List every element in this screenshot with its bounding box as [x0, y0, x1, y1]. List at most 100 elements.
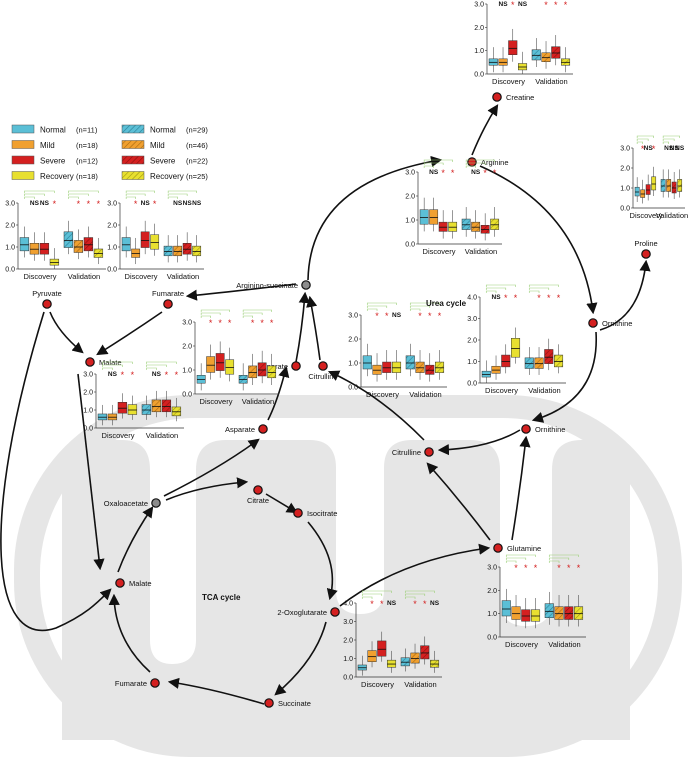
significance-mark-discovery: * — [534, 563, 538, 573]
significance-bracket — [102, 361, 133, 364]
arrow-oxaloacetate-citrate — [165, 477, 249, 501]
node-asparate-mid — [258, 424, 268, 434]
significance-bracket — [146, 364, 167, 367]
significance-bracket — [485, 287, 507, 290]
y-tick-label: 0.0 — [83, 426, 93, 433]
cohort-label-validation: Validation — [146, 431, 178, 440]
boxplot-2-oxoglutarate: 0.01.02.03.04.0**NSDiscovery**NSValidati… — [343, 590, 442, 689]
significance-bracket — [528, 284, 559, 287]
box-validation-severe — [420, 645, 430, 660]
y-tick-label: 1.0 — [83, 408, 93, 415]
y-tick-label: 1.0 — [467, 359, 477, 366]
y-tick-label: 2.0 — [474, 25, 484, 32]
legend-swatch-discovery-mild — [11, 140, 35, 149]
node-label-glutamine: Glutamine — [507, 544, 541, 553]
y-tick-label: 3.0 — [487, 565, 497, 572]
significance-mark-validation: NS — [152, 371, 162, 378]
node-label-fumarate-top: Fumarate — [152, 289, 184, 298]
boxplot-asparate: 0.01.02.03.0***Discovery***Validation — [182, 309, 279, 406]
cohort-label-discovery: Discovery — [366, 390, 399, 399]
box-validation-recovery — [435, 361, 445, 373]
box-discovery-mild — [511, 606, 521, 620]
cohort-label-validation: Validation — [409, 390, 441, 399]
significance-bracket — [68, 196, 79, 199]
cohort-label-validation: Validation — [528, 386, 560, 395]
box-validation-recovery — [171, 406, 182, 417]
box-validation-mild — [248, 365, 258, 379]
significance-bracket — [548, 560, 560, 563]
significance-mark-discovery: * — [641, 144, 645, 154]
box-validation-severe — [161, 399, 172, 413]
y-tick-label: 2.0 — [343, 638, 353, 645]
box-validation-mild — [541, 52, 551, 62]
arrow-pyruvate-malate — [49, 311, 84, 354]
significance-bracket — [24, 190, 55, 193]
box-validation-severe — [551, 46, 561, 59]
significance-mark-discovery: NS — [40, 200, 50, 207]
legend-label-validation-recovery: Recovery — [150, 172, 184, 181]
y-tick-label: 2.0 — [405, 194, 415, 201]
node-citrulline-top — [318, 361, 328, 371]
box-validation-severe — [564, 606, 574, 620]
y-tick-label: 4.0 — [467, 295, 477, 302]
significance-mark-validation: * — [251, 318, 255, 328]
node-asparate-top — [291, 361, 301, 371]
box-validation-mild — [471, 221, 481, 232]
significance-bracket — [68, 193, 89, 196]
significance-bracket — [200, 315, 211, 318]
y-tick-label: 0.0 — [343, 675, 353, 682]
legend-count-discovery-normal: (n=11) — [76, 126, 98, 135]
significance-mark-discovery: NS — [499, 1, 509, 8]
y-tick-label: 2.0 — [83, 390, 93, 397]
significance-bracket — [465, 162, 486, 165]
node-label-arginine: Arginine — [481, 158, 509, 167]
y-tick-label: 1.0 — [620, 186, 630, 193]
box-validation-normal — [405, 355, 415, 370]
arrow-citrulline-mid-citrulline-top — [327, 370, 425, 441]
y-tick-label: 0.0 — [467, 381, 477, 388]
node-label-fumarate-low: Fumarate — [115, 679, 147, 688]
significance-bracket — [242, 312, 263, 315]
urea-cycle-label: Urea cycle — [426, 299, 467, 308]
significance-bracket — [200, 309, 230, 312]
box-validation-normal — [141, 404, 152, 415]
significance-mark-discovery: NS — [644, 145, 654, 152]
y-tick-label: 0.0 — [182, 392, 192, 399]
y-tick-label: 2.0 — [487, 588, 497, 595]
significance-mark-validation: * — [483, 168, 487, 178]
arrow-arginine-ornithine — [479, 165, 598, 315]
significance-bracket — [366, 302, 397, 305]
legend-count-validation-mild: (n=46) — [186, 141, 208, 150]
y-tick-label: 0.0 — [5, 267, 15, 274]
significance-mark-validation: * — [567, 563, 571, 573]
node-label-malate-top: Malate — [99, 358, 122, 367]
box-discovery-recovery — [531, 609, 541, 622]
box-validation-recovery — [490, 218, 500, 230]
legend-label-discovery-recovery: Recovery — [40, 172, 74, 181]
significance-mark-validation: * — [547, 293, 551, 303]
box-discovery-recovery — [127, 404, 138, 415]
significance-mark-validation: * — [97, 199, 101, 209]
significance-bracket — [125, 190, 155, 193]
node-ornithine-mid — [521, 424, 531, 434]
tca-cycle-label: TCA cycle — [202, 593, 241, 602]
significance-mark-validation: * — [537, 293, 541, 303]
box-discovery-normal — [419, 209, 429, 225]
box-validation-recovery — [677, 179, 683, 192]
significance-bracket — [24, 196, 35, 199]
node-label-malate-low: Malate — [129, 579, 152, 588]
box-discovery-recovery — [225, 359, 235, 375]
significance-mark-discovery: * — [218, 318, 222, 328]
box-validation-mild — [173, 245, 183, 257]
significance-mark-discovery: NS — [30, 200, 40, 207]
significance-bracket — [636, 135, 654, 138]
box-validation-normal — [524, 357, 534, 369]
significance-mark-validation: * — [87, 199, 91, 209]
significance-mark-validation: * — [493, 168, 497, 178]
significance-mark-validation: * — [260, 318, 264, 328]
box-discovery-mild — [372, 364, 382, 375]
significance-mark-validation: NS — [664, 145, 674, 152]
node-label-asparate-mid: Asparate — [225, 425, 255, 434]
